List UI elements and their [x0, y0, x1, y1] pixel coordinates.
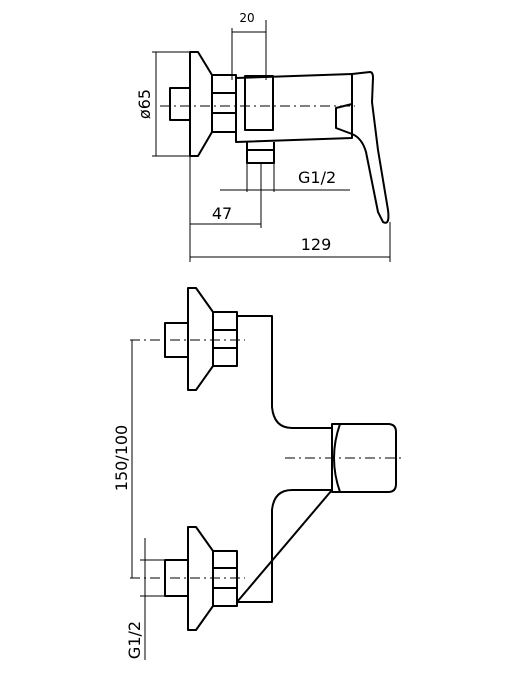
dim-top-width: 20 — [239, 11, 254, 25]
dim-diameter: ø65 — [135, 89, 154, 119]
side-outlet-nipple — [246, 142, 275, 164]
front-body — [236, 315, 333, 603]
side-inlet-stub — [169, 87, 190, 121]
front-view — [130, 287, 405, 660]
side-lever-handle — [335, 71, 390, 224]
dim-thread-top: G1/2 — [298, 168, 336, 187]
front-upper-flange — [187, 287, 214, 391]
dim-offset: 47 — [212, 204, 232, 223]
front-handle-cap — [331, 423, 397, 493]
side-body — [235, 73, 353, 143]
dim-thread-bottom: G1/2 — [125, 621, 144, 659]
front-upper-hex-nut — [213, 311, 238, 367]
side-view — [152, 20, 391, 262]
dim-center-distance: 150/100 — [112, 425, 131, 491]
dim-total-length: 129 — [301, 235, 332, 254]
side-hex-nut — [212, 74, 237, 133]
side-cartridge — [244, 75, 274, 131]
side-wall-flange — [189, 51, 213, 157]
